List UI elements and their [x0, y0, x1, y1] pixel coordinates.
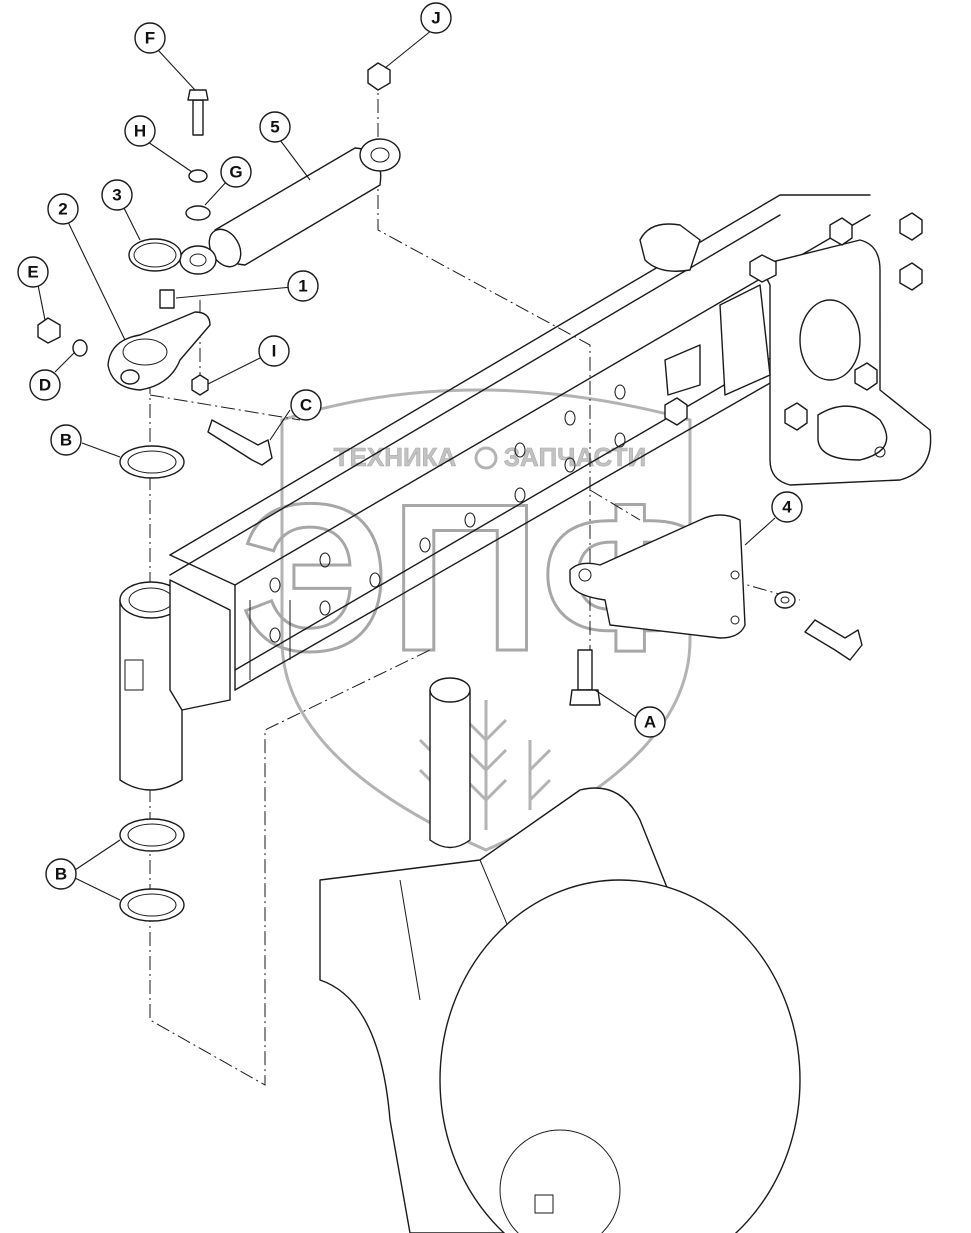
washer-D [72, 339, 88, 357]
callout-I: I [258, 335, 290, 367]
callout-3-label: 3 [112, 186, 121, 205]
watermark-gear-icon [474, 446, 498, 470]
callout-C-label: C [300, 396, 312, 415]
beam-holes [269, 384, 626, 643]
nut-J [367, 62, 391, 91]
callout-5-label: 5 [270, 118, 279, 137]
callout-I-label: I [272, 342, 277, 361]
washer-H [188, 169, 208, 183]
callout-1-label: 1 [298, 277, 307, 296]
callout-E-label: E [27, 263, 38, 282]
callout-3: 3 [101, 179, 133, 211]
washer-G [185, 205, 211, 221]
callout-B-top-label: B [60, 431, 72, 450]
part-4-fasteners [774, 591, 863, 661]
hitch-plate-assembly [639, 212, 932, 486]
part-3-ring [128, 238, 182, 272]
pivot-post [119, 579, 231, 791]
part-1-block [159, 289, 175, 309]
callout-4: 4 [771, 491, 803, 523]
callout-A: A [634, 706, 666, 738]
watermark-logo: ТЕХНИКА ЗАПЧАСТИ ЭПФ [239, 388, 721, 852]
callout-C: C [290, 389, 322, 421]
callout-B-bottom-label: B [55, 865, 67, 884]
nut-E [37, 317, 61, 344]
callout-B-top: B [50, 424, 82, 456]
callout-4-label: 4 [782, 498, 792, 517]
callout-G-label: G [229, 163, 242, 182]
callout-H: H [124, 115, 156, 147]
callout-F: F [134, 22, 166, 54]
part-2-clamp [107, 311, 211, 391]
callout-2: 2 [47, 193, 79, 225]
callout-1: 1 [287, 270, 319, 302]
callout-B-bottom: B [45, 858, 77, 890]
nut-I [191, 374, 209, 396]
callout-A-label: A [644, 713, 656, 732]
wheel-arm-housing [319, 677, 801, 1233]
callout-G: G [220, 156, 252, 188]
leader-lines [37, 29, 776, 901]
callout-E: E [17, 256, 49, 288]
bolt-C [207, 419, 273, 466]
callout-5: 5 [259, 111, 291, 143]
callout-J-label: J [431, 9, 440, 28]
bolt-F [192, 99, 204, 136]
small-fasteners [37, 62, 391, 922]
part-4-bracket [569, 514, 746, 639]
callout-H-label: H [134, 122, 146, 141]
callout-D-label: D [39, 376, 51, 395]
part-5-cylinder [179, 138, 401, 275]
callout-J: J [420, 2, 452, 34]
bolt-A [569, 649, 601, 706]
callout-D: D [29, 369, 61, 401]
callout-F-label: F [145, 29, 155, 48]
watermark-shield-outline [280, 388, 692, 852]
callout-2-label: 2 [58, 200, 67, 219]
